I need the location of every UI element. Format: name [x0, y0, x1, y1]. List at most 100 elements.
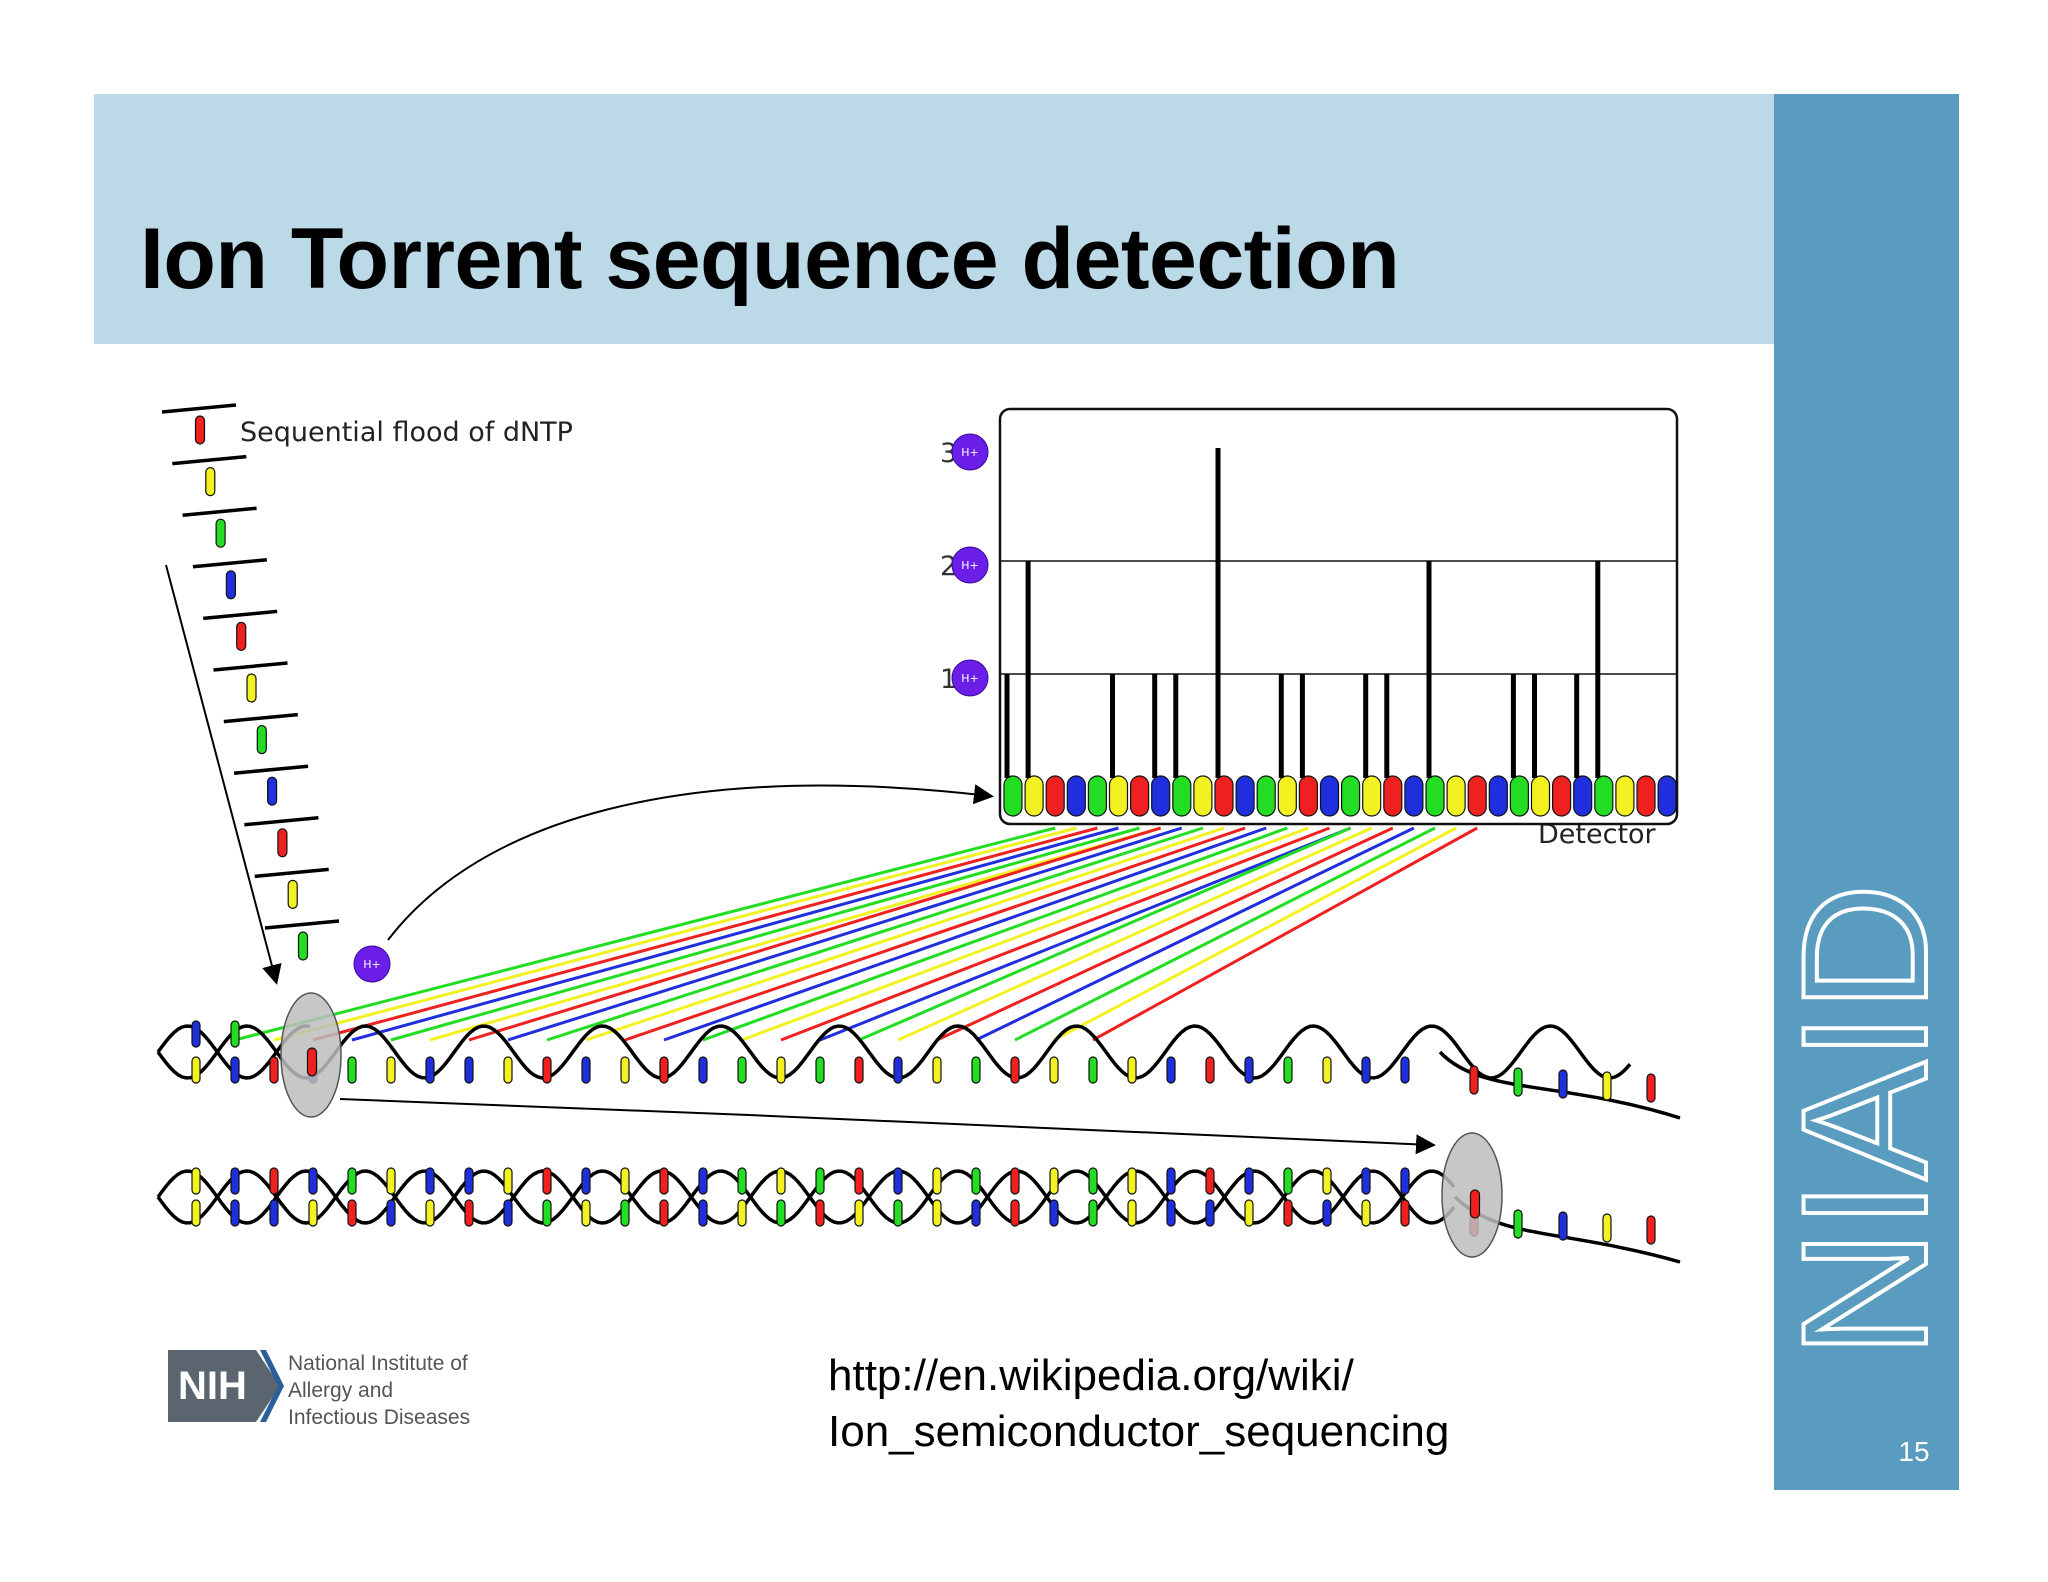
- template-base: [581, 1056, 591, 1084]
- paired-base: [1127, 1167, 1137, 1195]
- paired-base: [1010, 1199, 1020, 1227]
- detector-bead: [1383, 775, 1403, 817]
- template-base: [776, 1056, 786, 1084]
- detector-bead: [1003, 775, 1023, 817]
- paired-base: [893, 1199, 903, 1227]
- paired-base: [932, 1199, 942, 1227]
- flood-label: Sequential flood of dNTP: [240, 417, 573, 448]
- paired-base: [893, 1167, 903, 1195]
- unpaired-base: [1602, 1071, 1612, 1101]
- paired-base: [1088, 1199, 1098, 1227]
- flood-nucleotide: [215, 518, 226, 548]
- template-base: [503, 1056, 513, 1084]
- paired-base: [464, 1199, 474, 1227]
- unpaired-base: [1558, 1211, 1568, 1241]
- detector-frame: [998, 407, 1679, 826]
- side-band: [1774, 94, 1959, 1490]
- paired-base: [1361, 1199, 1371, 1227]
- paired-base: [854, 1167, 864, 1195]
- detector-bead: [1509, 775, 1530, 817]
- flood-nucleotide-bar: [203, 609, 278, 621]
- paired-base: [698, 1167, 708, 1195]
- base-to-detector-line: [1092, 826, 1478, 1042]
- template-base: [269, 1056, 279, 1084]
- base-to-detector-line: [858, 826, 1352, 1042]
- paired-base: [581, 1199, 591, 1227]
- paired-base: [191, 1020, 201, 1048]
- source-link[interactable]: http://en.wikipedia.org/wiki/ Ion_semico…: [828, 1348, 1449, 1460]
- template-base: [1127, 1056, 1137, 1084]
- template-base: [1166, 1056, 1176, 1084]
- paired-base: [1127, 1199, 1137, 1227]
- paired-base: [269, 1199, 279, 1227]
- proton-ion-label: H+: [363, 958, 381, 971]
- template-base: [1088, 1056, 1098, 1084]
- paired-base: [191, 1199, 201, 1227]
- unpaired-base: [1646, 1215, 1656, 1245]
- paired-base: [854, 1199, 864, 1227]
- template-base: [698, 1056, 708, 1084]
- paired-base: [308, 1167, 318, 1195]
- template-base: [1400, 1056, 1410, 1084]
- base-to-detector-line: [702, 826, 1288, 1042]
- template-base: [1244, 1056, 1254, 1084]
- paired-base: [1244, 1199, 1254, 1227]
- dntp-flood: [161, 403, 340, 961]
- nih-logo-badge: NIH: [168, 1350, 284, 1422]
- source-link-line: Ion_semiconductor_sequencing: [828, 1407, 1450, 1456]
- detector-bead: [1129, 775, 1150, 817]
- paired-base: [620, 1167, 630, 1195]
- completed-strand-backbone: [156, 1169, 1456, 1225]
- base-to-detector-line: [936, 826, 1394, 1042]
- base-to-detector-line: [624, 826, 1246, 1042]
- progress-arrow: [339, 1098, 1436, 1155]
- detector-bead: [1045, 775, 1065, 817]
- detector-bead: [1277, 775, 1297, 817]
- detector-bead: [1193, 775, 1213, 817]
- proton-ion-label: H+: [961, 446, 979, 459]
- paired-base: [1049, 1167, 1059, 1195]
- template-base: [893, 1056, 903, 1084]
- template-base: [620, 1056, 630, 1084]
- base-to-detector-line: [1053, 826, 1457, 1042]
- paired-base: [1322, 1199, 1332, 1227]
- unpaired-base: [1558, 1069, 1568, 1099]
- paired-base: [1322, 1167, 1332, 1195]
- proton-ion-label: H+: [961, 559, 979, 572]
- nih-name-line: Infectious Diseases: [288, 1406, 471, 1429]
- detector-bead: [1235, 775, 1255, 817]
- paired-base: [542, 1167, 552, 1195]
- base-to-detector-line: [507, 826, 1183, 1042]
- paired-base: [269, 1167, 279, 1195]
- nih-name-line: Allergy and: [288, 1379, 394, 1402]
- paired-base: [1166, 1199, 1176, 1227]
- detector-bead: [1362, 775, 1382, 817]
- detector-bead: [1108, 775, 1129, 817]
- flood-nucleotide-bar: [172, 454, 247, 466]
- paired-base: [1166, 1167, 1176, 1195]
- detector-bead: [1172, 775, 1192, 817]
- detector-bead: [1530, 775, 1551, 817]
- template-base: [464, 1056, 474, 1084]
- paired-base: [620, 1199, 630, 1227]
- nih-badge-text: NIH: [178, 1364, 247, 1408]
- template-base: [1049, 1056, 1059, 1084]
- paired-base: [503, 1167, 513, 1195]
- niaid-logo-text: NIAID: [1774, 883, 1959, 1358]
- detector-bead: [1573, 775, 1593, 817]
- paired-base: [776, 1167, 786, 1195]
- base-to-detector-line: [312, 826, 1098, 1042]
- paired-base: [386, 1167, 396, 1195]
- process-arrows: H+: [165, 564, 1436, 1155]
- detector-bead: [1636, 775, 1656, 817]
- flood-nucleotide: [297, 931, 309, 961]
- template-base: [932, 1056, 942, 1084]
- flood-nucleotide: [236, 621, 247, 652]
- flood-nucleotide: [225, 570, 236, 600]
- source-link-line: http://en.wikipedia.org/wiki/: [828, 1351, 1354, 1400]
- paired-base: [815, 1199, 825, 1227]
- ion-release-arrow: [387, 784, 994, 941]
- base-to-detector-line: [975, 826, 1415, 1042]
